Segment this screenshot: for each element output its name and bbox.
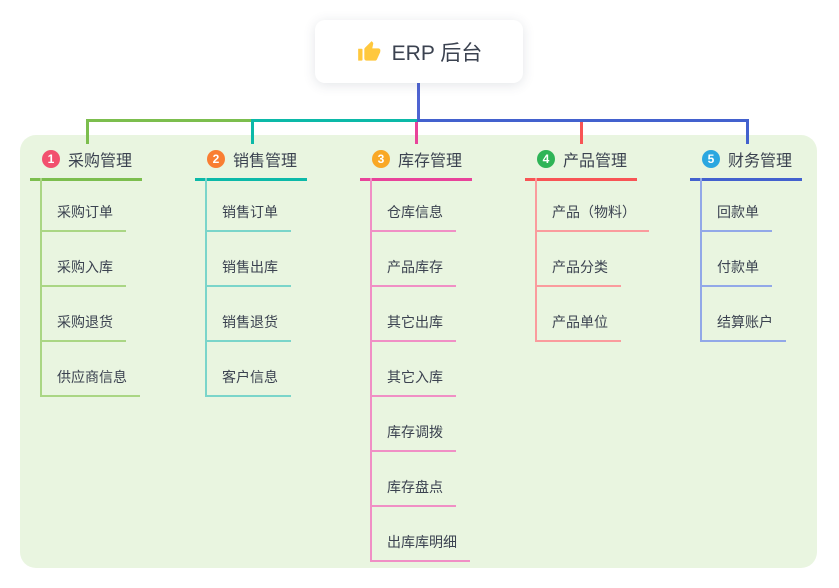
child-node-3-4[interactable]: 其它入库 xyxy=(370,367,456,397)
child-node-1-1[interactable]: 采购订单 xyxy=(40,202,126,232)
child-node-3-3[interactable]: 其它出库 xyxy=(370,312,456,342)
branch-5-rail-line xyxy=(417,119,749,122)
child-node-3-5[interactable]: 库存调拨 xyxy=(370,422,456,452)
branches-background-panel xyxy=(20,135,817,568)
branch-5-drop-line xyxy=(746,119,749,144)
child-node-4-3[interactable]: 产品单位 xyxy=(535,312,621,342)
child-node-3-1[interactable]: 仓库信息 xyxy=(370,202,456,232)
child-node-2-2[interactable]: 销售出库 xyxy=(205,257,291,287)
child-node-5-2[interactable]: 付款单 xyxy=(700,257,772,287)
branch-number-badge: 1 xyxy=(42,150,60,168)
child-node-2-4[interactable]: 客户信息 xyxy=(205,367,291,397)
branch-4-drop-line xyxy=(580,122,583,144)
branch-topic-1[interactable]: 1 采购管理 xyxy=(30,147,143,181)
root-node[interactable]: ERP 后台 xyxy=(315,20,523,83)
child-node-3-2[interactable]: 产品库存 xyxy=(370,257,456,287)
child-node-3-7[interactable]: 出库库明细 xyxy=(370,532,470,562)
root-node-title: ERP 后台 xyxy=(391,41,483,65)
branch-topic-4[interactable]: 4 产品管理 xyxy=(525,147,638,181)
child-node-5-1[interactable]: 回款单 xyxy=(700,202,772,232)
child-node-3-6[interactable]: 库存盘点 xyxy=(370,477,456,507)
branch-title: 财务管理 xyxy=(728,153,793,170)
branch-1-children-rail xyxy=(40,178,42,397)
branch-3-children-rail xyxy=(370,178,372,562)
child-node-2-3[interactable]: 销售退货 xyxy=(205,312,291,342)
child-node-5-3[interactable]: 结算账户 xyxy=(700,312,786,342)
branch-2-rail-line xyxy=(251,119,419,122)
thumbs-up-icon xyxy=(356,39,382,65)
child-node-4-1[interactable]: 产品（物料） xyxy=(535,202,649,232)
branch-2-children-rail xyxy=(205,178,207,397)
branch-5-children-rail xyxy=(700,178,702,342)
branch-number-badge: 4 xyxy=(537,150,555,168)
branch-title: 产品管理 xyxy=(563,153,628,170)
branch-2-drop-line xyxy=(251,119,254,144)
root-connector-line xyxy=(417,83,420,122)
branch-topic-3[interactable]: 3 库存管理 xyxy=(360,147,473,181)
branch-number-badge: 2 xyxy=(207,150,225,168)
child-node-1-3[interactable]: 采购退货 xyxy=(40,312,126,342)
branch-number-badge: 3 xyxy=(372,150,390,168)
branch-title: 库存管理 xyxy=(398,153,463,170)
child-node-4-2[interactable]: 产品分类 xyxy=(535,257,621,287)
branch-number-badge: 5 xyxy=(702,150,720,168)
branch-topic-2[interactable]: 2 销售管理 xyxy=(195,147,308,181)
child-node-1-4[interactable]: 供应商信息 xyxy=(40,367,140,397)
branch-1-drop-line xyxy=(86,119,89,144)
branch-1-rail-line xyxy=(86,119,254,122)
child-node-2-1[interactable]: 销售订单 xyxy=(205,202,291,232)
branch-title: 采购管理 xyxy=(68,153,133,170)
branch-3-drop-line xyxy=(415,122,418,144)
branch-4-children-rail xyxy=(535,178,537,342)
branch-title: 销售管理 xyxy=(233,153,298,170)
branch-topic-5[interactable]: 5 财务管理 xyxy=(690,147,803,181)
child-node-1-2[interactable]: 采购入库 xyxy=(40,257,126,287)
